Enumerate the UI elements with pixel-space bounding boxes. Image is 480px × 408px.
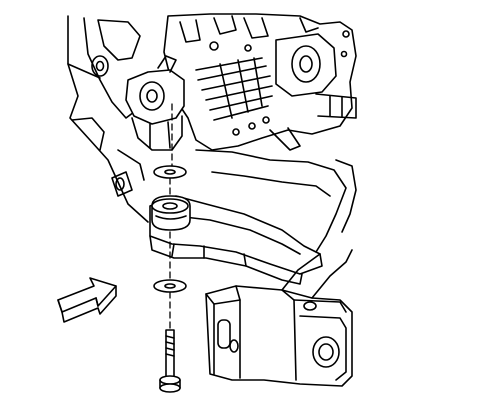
- view-direction-arrow: [57, 277, 117, 323]
- frame-crossmember: [149, 149, 357, 285]
- left-frame-rail: [67, 15, 149, 223]
- transmission-housing: [163, 13, 357, 151]
- frame-rail-bracket: [205, 249, 353, 387]
- mount-bolt: [159, 329, 181, 393]
- engine-mount-bracket: [125, 55, 185, 151]
- upper-mount-washer: [153, 165, 187, 179]
- assembly-centerline: [169, 103, 173, 331]
- lower-mount-washer: [153, 279, 187, 293]
- mount-cushion: [151, 195, 191, 231]
